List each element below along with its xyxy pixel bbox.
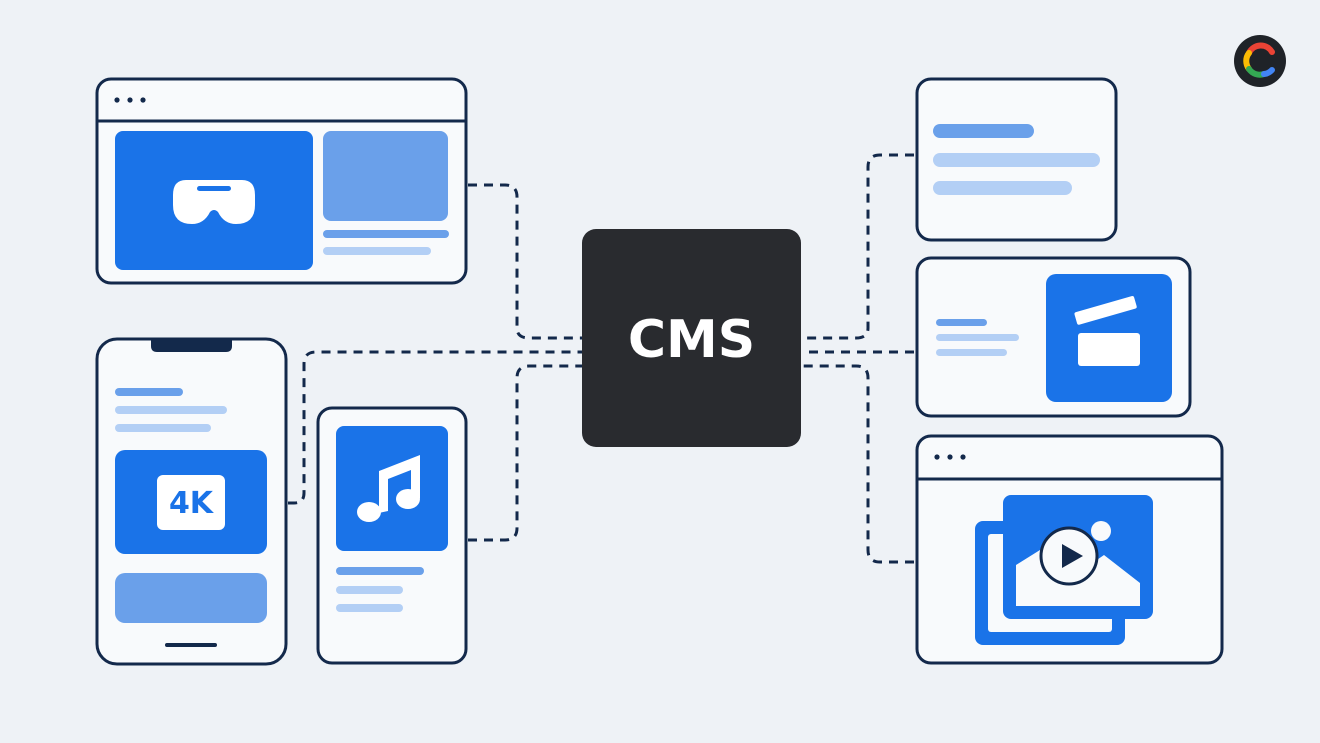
text-line	[336, 567, 424, 575]
window-dot	[934, 454, 940, 460]
cms-label: CMS	[628, 310, 755, 370]
vr-headset-icon	[173, 180, 255, 224]
connector-text-card	[802, 153, 914, 340]
window-dot	[140, 97, 146, 103]
text-line	[936, 319, 987, 326]
text-line	[115, 406, 227, 414]
text-line	[936, 349, 1007, 356]
text-line	[115, 388, 183, 396]
desktop-vr-page	[95, 77, 468, 285]
phone-4k-video: 4K	[95, 337, 288, 666]
text-line	[933, 153, 1100, 167]
window-dot	[114, 97, 120, 103]
text-line	[115, 424, 211, 432]
video-card	[915, 256, 1192, 418]
connector-phone-music	[468, 364, 582, 542]
connectors	[288, 153, 914, 564]
connector-media-gallery	[802, 364, 914, 564]
play-icon	[1039, 526, 1099, 586]
window-dot	[960, 454, 966, 460]
phone-notch	[151, 339, 232, 352]
text-card	[915, 77, 1118, 242]
album-art-block	[336, 426, 448, 551]
side-image-block	[323, 131, 448, 221]
text-line	[336, 586, 403, 594]
window-dot	[947, 454, 953, 460]
music-note-icon	[357, 455, 420, 522]
text-line	[933, 124, 1034, 138]
4k-label: 4K	[169, 486, 215, 521]
text-line	[323, 247, 431, 255]
content-block	[115, 573, 267, 623]
window-dot	[127, 97, 133, 103]
phone-music-player	[316, 406, 468, 665]
4k-badge	[157, 475, 225, 530]
home-indicator	[165, 643, 217, 647]
connector-desktop-vr	[468, 183, 582, 340]
text-line	[336, 604, 403, 612]
cms-hub: CMS	[582, 229, 801, 447]
clapperboard-icon	[1074, 296, 1140, 366]
logo-icon	[1234, 35, 1286, 87]
text-line	[936, 334, 1019, 341]
text-line	[933, 181, 1072, 195]
connector-phone-4k	[288, 350, 582, 505]
text-line	[323, 230, 449, 238]
desktop-media-gallery	[915, 434, 1224, 665]
